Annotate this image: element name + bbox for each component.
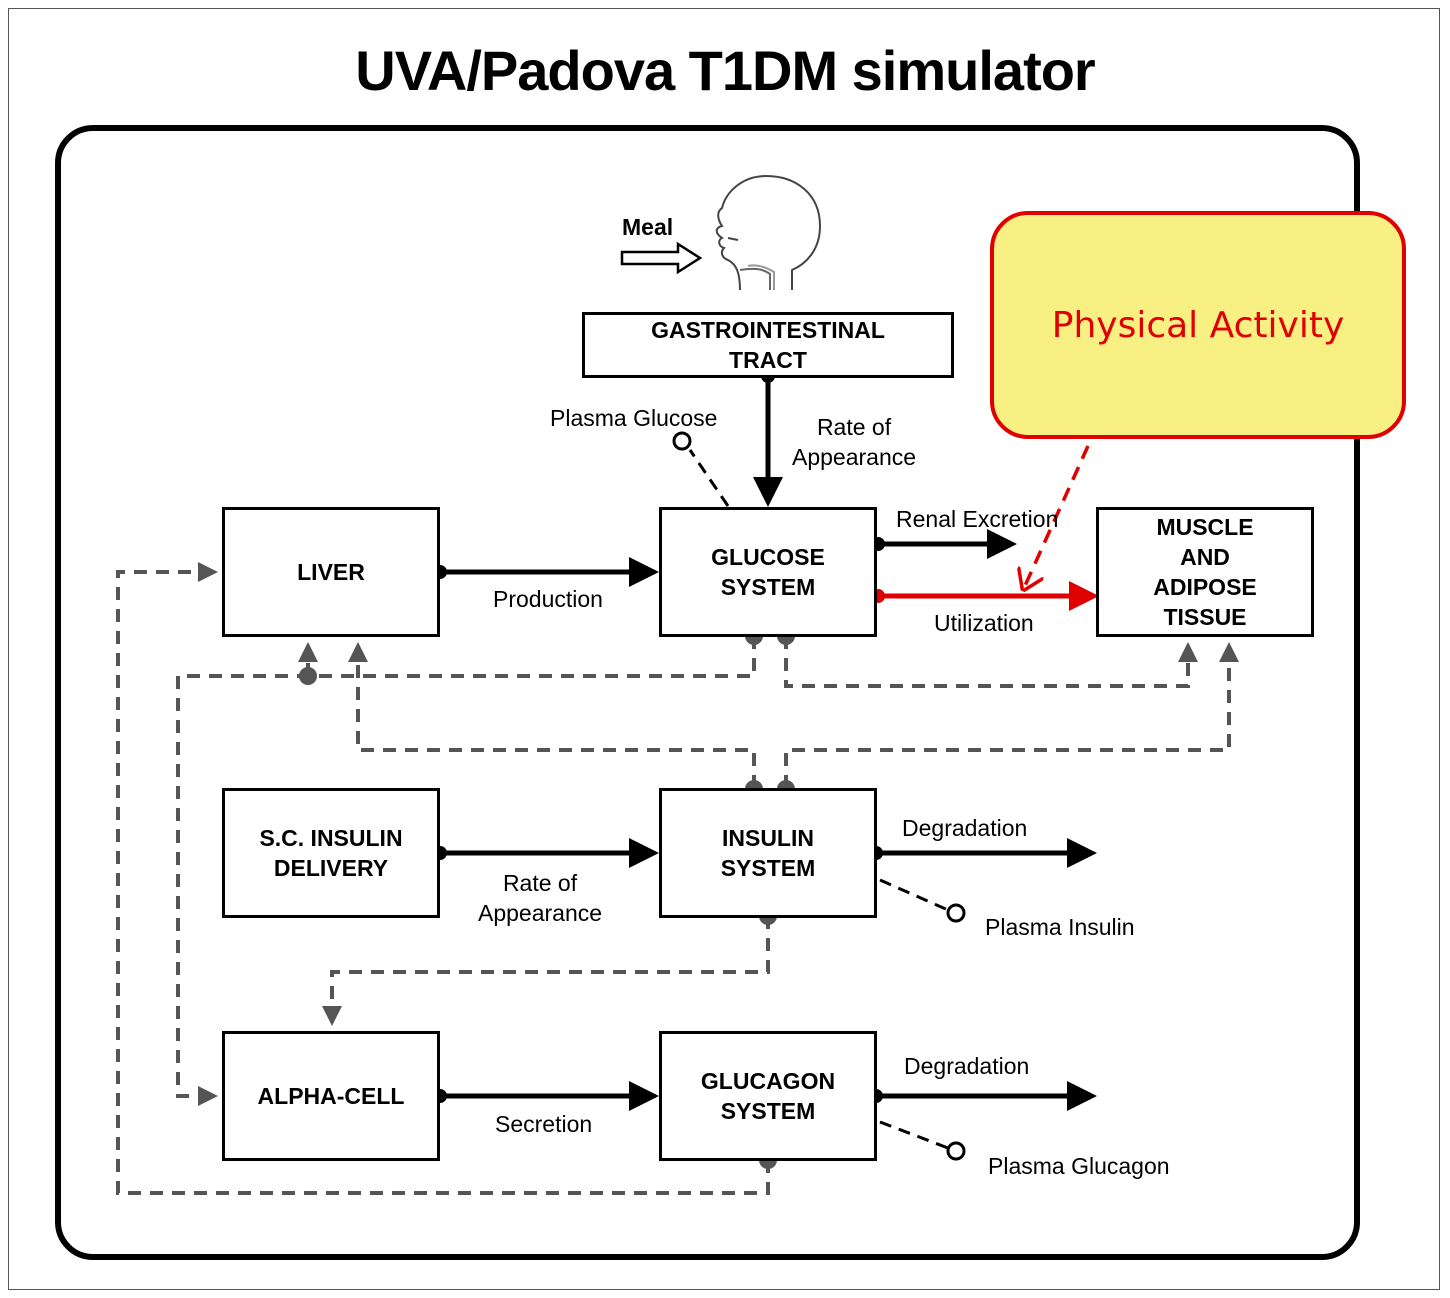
sc-insulin-box: S.C. INSULIN DELIVERY — [222, 788, 440, 918]
figure-frame — [8, 8, 1440, 1290]
gi-tract-box: GASTROINTESTINAL TRACT — [582, 312, 954, 378]
diagram-title: UVA/Padova T1DM simulator — [355, 39, 1095, 102]
model-panel — [55, 125, 1360, 1260]
glucose-system-box: GLUCOSE SYSTEM — [659, 507, 877, 637]
physical-activity-callout: Physical Activity — [990, 211, 1406, 439]
plasma-glucose-label: Plasma Glucose — [550, 405, 718, 431]
plasma-glucose-probe-line — [688, 449, 730, 507]
insulin-feedback-muscle — [784, 642, 1239, 788]
glucose-feedback-muscle — [784, 636, 1198, 688]
muscle-adipose-box: MUSCLE AND ADIPOSE TISSUE — [1096, 507, 1314, 637]
glucagon-feedback-liver — [116, 562, 770, 1195]
insulin-feedback-liver — [348, 642, 756, 788]
head-illustration — [715, 174, 822, 291]
production-label: Production — [493, 586, 603, 612]
renal-excretion-label: Renal Excretion — [896, 506, 1059, 532]
plasma-insulin-label: Plasma Insulin — [985, 914, 1135, 940]
glucagon-system-box: GLUCAGON SYSTEM — [659, 1031, 877, 1161]
plasma-glucagon-probe — [946, 1141, 966, 1161]
rate-of-appearance-glucose-label: Rate of Appearance — [792, 414, 917, 470]
plasma-glucose-probe — [672, 431, 692, 451]
rate-of-appearance-insulin-label: Rate of Appearance — [478, 870, 603, 926]
plasma-insulin-probe — [946, 903, 966, 923]
meal-arrow — [620, 241, 703, 275]
physical-activity-link — [1024, 445, 1090, 588]
utilization-label: Utilization — [934, 610, 1034, 636]
liver-box: LIVER — [222, 507, 440, 637]
insulin-system-box: INSULIN SYSTEM — [659, 788, 877, 918]
plasma-glucagon-label: Plasma Glucagon — [988, 1153, 1170, 1179]
physical-activity-label: Physical Activity — [1051, 304, 1345, 346]
insulin-degradation-label: Degradation — [902, 815, 1028, 841]
insulin-feedback-alpha — [322, 916, 770, 1026]
alpha-cell-box: ALPHA-CELL — [222, 1031, 440, 1161]
secretion-label: Secretion — [495, 1111, 593, 1137]
glucose-feedback-left — [176, 636, 756, 1106]
glucagon-degradation-label: Degradation — [904, 1053, 1030, 1079]
meal-label: Meal — [622, 214, 674, 240]
